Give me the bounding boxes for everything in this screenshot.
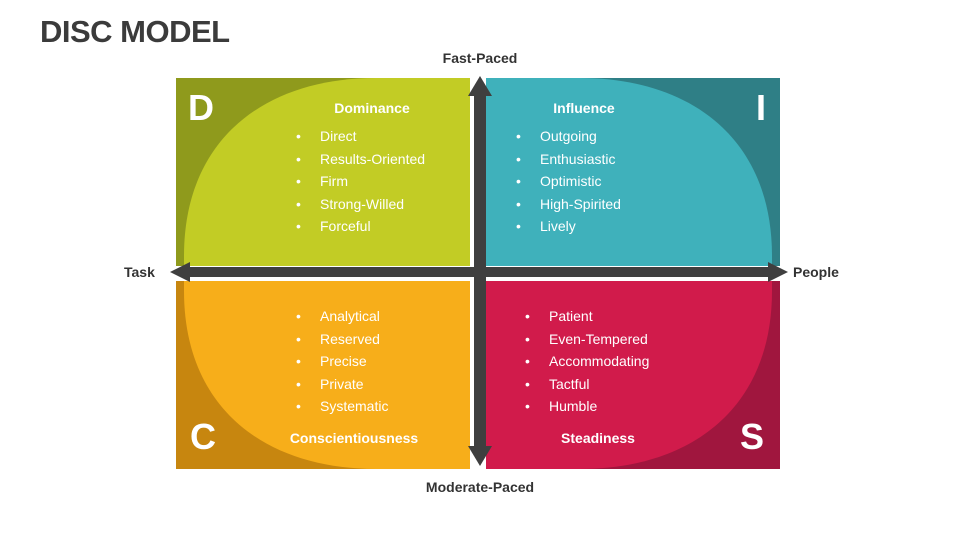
arrow-up-icon — [468, 76, 492, 96]
axis-label-bottom: Moderate-Paced — [425, 479, 535, 495]
trait-item: Humble — [525, 395, 649, 418]
trait-item: Outgoing — [516, 125, 621, 148]
trait-item: Even-Tempered — [525, 328, 649, 351]
page-title: DISC MODEL — [40, 14, 230, 49]
trait-item: Systematic — [296, 395, 388, 418]
axis-label-right: People — [793, 264, 839, 280]
arrow-left-icon — [170, 262, 190, 282]
trait-item: Direct — [296, 125, 425, 148]
trait-item: High-Spirited — [516, 193, 621, 216]
quadrant-letter-c: C — [190, 416, 216, 457]
trait-item: Enthusiastic — [516, 148, 621, 171]
trait-item: Firm — [296, 170, 425, 193]
quadrant-title-steadiness: Steadiness — [561, 430, 635, 446]
quadrant-letter-i: I — [755, 87, 766, 128]
arrow-right-icon — [768, 262, 788, 282]
trait-list-influence: Outgoing Enthusiastic Optimistic High-Sp… — [516, 125, 621, 238]
trait-item: Analytical — [296, 305, 388, 328]
trait-item: Results-Oriented — [296, 148, 425, 171]
trait-item: Reserved — [296, 328, 388, 351]
quadrant-dominance: D Dominance Direct Results-Oriented Firm… — [176, 78, 470, 266]
quadrant-conscientiousness: C Conscientiousness Analytical Reserved … — [176, 281, 470, 469]
quadrant-title-dominance: Dominance — [334, 100, 410, 116]
trait-item: Tactful — [525, 373, 649, 396]
arrow-down-icon — [468, 446, 492, 466]
trait-item: Optimistic — [516, 170, 621, 193]
axis-label-top: Fast-Paced — [442, 50, 518, 66]
quadrant-steadiness: S Steadiness Patient Even-Tempered Accom… — [486, 281, 780, 469]
trait-item: Private — [296, 373, 388, 396]
axis-horizontal-arrow — [170, 262, 788, 282]
trait-item: Accommodating — [525, 350, 649, 373]
trait-item: Strong-Willed — [296, 193, 425, 216]
axis-label-left: Task — [124, 264, 155, 280]
quadrant-influence: I Influence Outgoing Enthusiastic Optimi… — [486, 78, 780, 266]
trait-list-steadiness: Patient Even-Tempered Accommodating Tact… — [525, 305, 649, 418]
trait-item: Patient — [525, 305, 649, 328]
trait-item: Lively — [516, 215, 621, 238]
quadrant-title-conscientiousness: Conscientiousness — [289, 430, 419, 446]
trait-list-dominance: Direct Results-Oriented Firm Strong-Will… — [296, 125, 425, 238]
trait-list-conscientiousness: Analytical Reserved Precise Private Syst… — [296, 305, 388, 418]
trait-item: Precise — [296, 350, 388, 373]
quadrant-letter-d: D — [188, 87, 214, 128]
trait-item: Forceful — [296, 215, 425, 238]
axis-horizontal-shaft — [186, 267, 774, 277]
quadrant-title-influence: Influence — [553, 100, 615, 116]
quadrant-letter-s: S — [739, 416, 764, 457]
